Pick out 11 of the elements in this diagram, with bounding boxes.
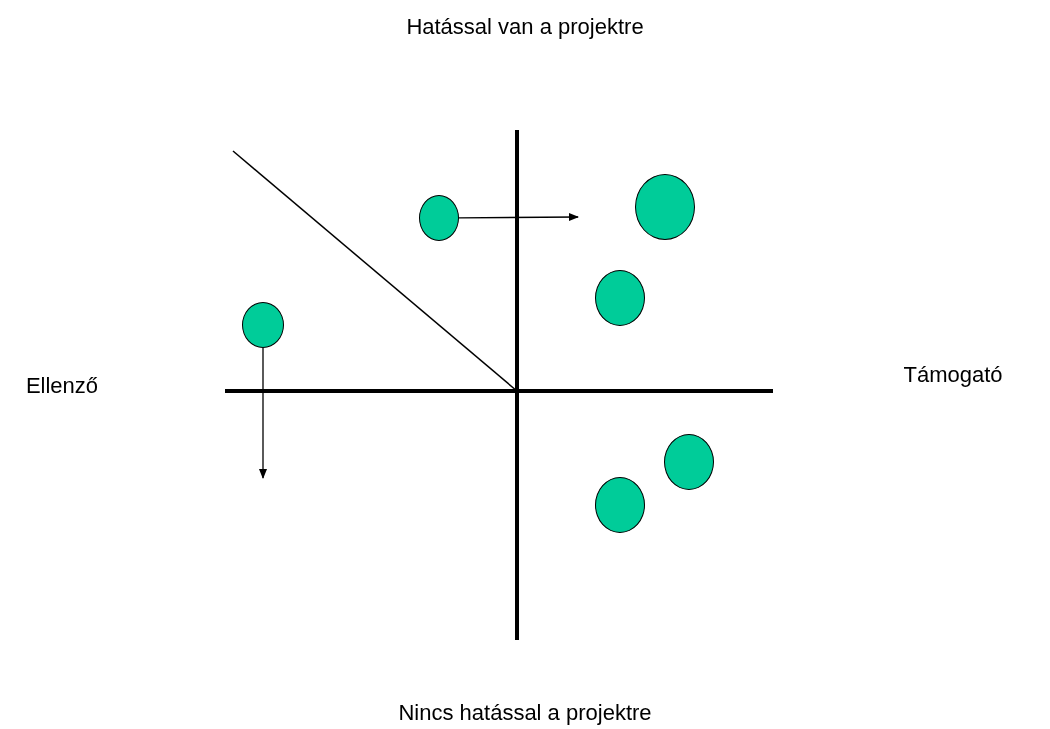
arrow: [458, 213, 579, 222]
arrow: [259, 347, 267, 479]
circle-marker: [595, 477, 645, 533]
circle-marker: [664, 434, 714, 490]
circle-marker: [595, 270, 645, 326]
circle-marker: [419, 195, 459, 241]
axis-label: Támogató: [903, 362, 1003, 388]
axis-label: Nincs hatással a projektre: [398, 700, 652, 726]
circle-marker: [242, 302, 284, 348]
axis-label: Hatással van a projektre: [406, 14, 644, 40]
axis-label: Ellenző: [25, 373, 99, 399]
